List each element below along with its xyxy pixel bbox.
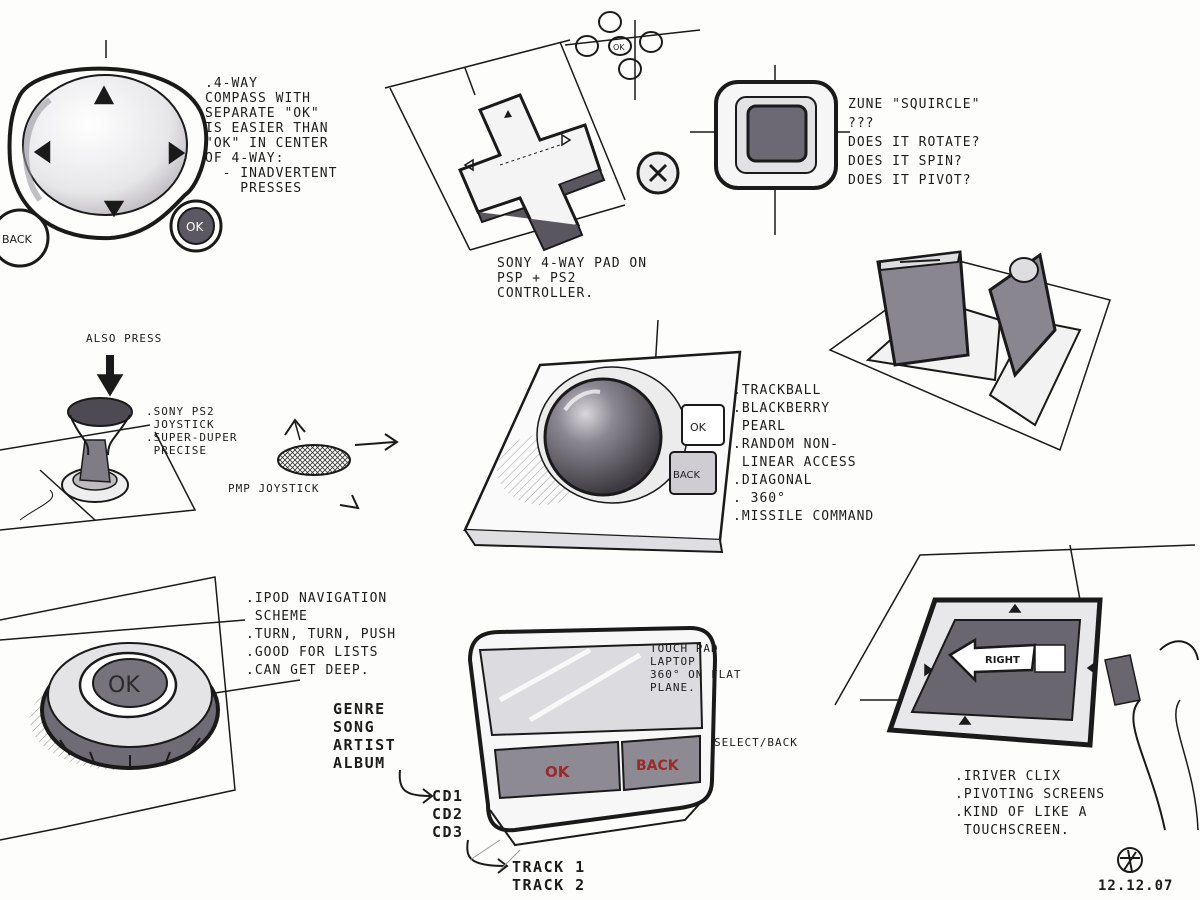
pivot-controls-sketch bbox=[828, 250, 1111, 452]
sony-pad-note: SONY 4-WAY PAD ON PSP + PS2 CONTROLLER. bbox=[497, 256, 648, 301]
touchpad-back-label: BACK bbox=[636, 758, 680, 774]
trackball-ok-label: OK bbox=[690, 421, 707, 434]
ipod-note: .iPOD NAVIGATION SCHEME .TURN, TURN, PUS… bbox=[246, 591, 397, 678]
compass-back-label: BACK bbox=[2, 233, 33, 246]
trackball-sketch bbox=[463, 319, 742, 554]
hierarchy-arrows bbox=[398, 769, 509, 874]
ps2-joystick-sketch bbox=[0, 355, 197, 531]
ipod-ok-label: OK bbox=[108, 673, 140, 698]
ps2-joystick-note: .SONY PS2 JOYSTICK .SUPER-DUPER PRECISE bbox=[146, 405, 238, 457]
sony-ok-label: OK bbox=[613, 43, 625, 52]
ipod-hierarchy-level3: TRACK 1 TRACK 2 bbox=[512, 858, 586, 894]
compass-sketch bbox=[0, 40, 223, 268]
ipod-hierarchy-level2: CD1 CD2 CD3 bbox=[432, 787, 464, 841]
touchpad-ok-label: OK bbox=[545, 763, 571, 781]
trackball-note: .TRACKBALL .BLACKBERRY PEARL .RANDOM NON… bbox=[733, 383, 875, 524]
ipod-hierarchy-level1: GENRE SONG ARTIST ALBUM bbox=[333, 700, 397, 772]
touchpad-note: TOUCH PAD LAPTOP 360° ON FLAT PLANE. bbox=[650, 642, 742, 694]
iriver-sketch bbox=[834, 544, 1199, 831]
zune-sketch bbox=[690, 65, 850, 235]
also-press-label: ALSO PRESS bbox=[86, 332, 163, 345]
zune-note: ZUNE "SQUIRCLE" ??? DOES IT ROTATE? DOES… bbox=[848, 97, 981, 188]
pmp-joystick-label: PMP JOYSTICK bbox=[228, 482, 320, 495]
pmp-joystick-sketch bbox=[277, 418, 399, 510]
compass-ok-label: OK bbox=[186, 220, 204, 234]
touchpad-sketch bbox=[467, 625, 718, 871]
sony-pad-sketch bbox=[384, 11, 701, 252]
ipod-wheel-sketch bbox=[0, 576, 301, 841]
select-back-note: SELECT/BACK bbox=[714, 736, 798, 749]
sketch-date: 12.12.07 bbox=[1098, 878, 1174, 894]
trackball-back-label: BACK bbox=[673, 470, 701, 481]
iriver-right-label: RIGHT bbox=[985, 655, 1020, 666]
iriver-note: .iRIVER CLiX .PIVOTING SCREENS .KIND OF … bbox=[955, 769, 1106, 838]
signature-mark bbox=[1117, 847, 1143, 873]
compass-note: .4-WAY COMPASS WITH SEPARATE "OK" IS EAS… bbox=[205, 76, 338, 196]
